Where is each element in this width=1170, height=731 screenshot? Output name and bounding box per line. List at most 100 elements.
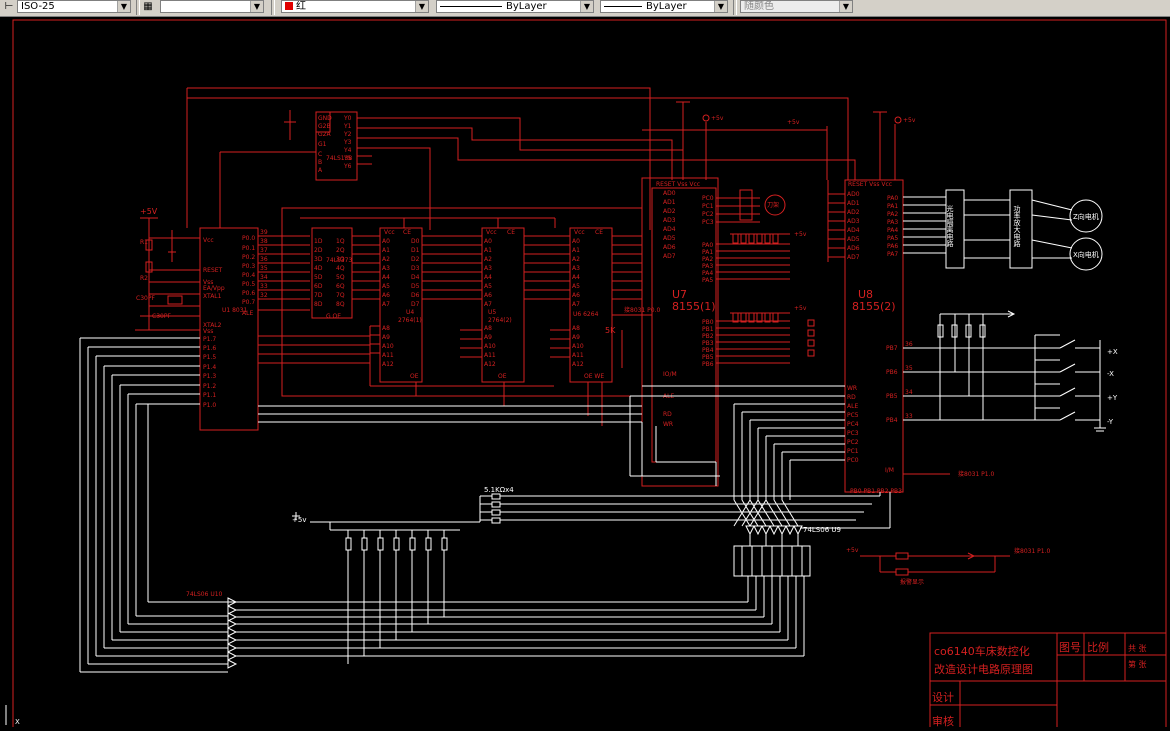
svg-text:AD4: AD4: [847, 227, 860, 234]
svg-text:PA7: PA7: [887, 251, 898, 258]
svg-text:A3: A3: [572, 265, 580, 272]
svg-text:PC4: PC4: [847, 421, 859, 428]
svg-text:PC3: PC3: [702, 219, 714, 226]
svg-text:RD: RD: [847, 394, 856, 401]
svg-text:36: 36: [260, 256, 268, 263]
u4-name: U4: [406, 309, 414, 316]
chevron-down-icon[interactable]: ▼: [117, 1, 130, 12]
svg-text:PA0: PA0: [887, 195, 898, 202]
u1-label: U1 8031: [222, 307, 248, 314]
svg-text:32: 32: [260, 292, 268, 299]
svg-text:A10: A10: [382, 343, 394, 350]
svg-text:+5v: +5v: [787, 119, 800, 126]
svg-text:4D: 4D: [314, 265, 323, 272]
svg-text:R1: R1: [140, 239, 148, 246]
svg-text:C: C: [318, 151, 322, 158]
u3-decoder: [315, 111, 358, 181]
u7-name: U7: [672, 288, 687, 301]
svg-text:P0.1: P0.1: [242, 245, 255, 252]
svg-text:A6: A6: [484, 292, 492, 299]
svg-text:AD2: AD2: [847, 209, 860, 216]
chevron-down-icon[interactable]: ▼: [839, 1, 852, 12]
svg-text:A4: A4: [382, 274, 390, 281]
svg-text:D0: D0: [411, 238, 420, 245]
svg-text:PB0: PB0: [702, 319, 714, 326]
chevron-down-icon[interactable]: ▼: [250, 1, 263, 12]
svg-text:RESET: RESET: [203, 267, 223, 274]
svg-text:8D: 8D: [314, 301, 323, 308]
linetype-value: ByLayer: [506, 1, 547, 12]
svg-text:A8: A8: [382, 325, 390, 332]
color-dropdown[interactable]: 红 ▼: [281, 0, 429, 13]
svg-text:Y5: Y5: [343, 155, 352, 162]
svg-text:Y2: Y2: [343, 131, 352, 138]
svg-text:OE: OE: [498, 373, 507, 380]
chevron-down-icon[interactable]: ▼: [580, 1, 593, 12]
dimstyle-dropdown[interactable]: ISO-25 ▼: [17, 0, 131, 13]
svg-text:AD3: AD3: [663, 217, 676, 224]
svg-text:AD5: AD5: [663, 235, 676, 242]
chevron-down-icon[interactable]: ▼: [714, 1, 727, 12]
svg-text:6D: 6D: [314, 283, 323, 290]
properties-toolbar: ⊢ ISO-25 ▼ ▦ ▼ 红 ▼ ByLayer ▼ ByLayer ▼ 随…: [0, 0, 1170, 17]
z-motor-label: Z向电机: [1073, 212, 1099, 221]
u3-label: 74LS138: [326, 155, 352, 162]
limit-plus-y: +Y: [1107, 394, 1118, 402]
svg-text:P0.3: P0.3: [242, 263, 255, 270]
svg-text:A12: A12: [484, 361, 496, 368]
svg-text:AD1: AD1: [663, 199, 676, 206]
lineweight-dropdown[interactable]: ByLayer ▼: [600, 0, 728, 13]
svg-text:8Q: 8Q: [336, 301, 345, 308]
pin-number: 34: [905, 389, 913, 396]
svg-text:G2A: G2A: [318, 131, 331, 138]
toolbar-separator: [733, 0, 737, 15]
svg-text:3D: 3D: [314, 256, 323, 263]
svg-text:WR: WR: [663, 421, 673, 428]
svg-text:A10: A10: [484, 343, 496, 350]
svg-text:A5: A5: [484, 283, 492, 290]
svg-text:34: 34: [260, 274, 268, 281]
design-label: 设计: [932, 691, 954, 704]
svg-text:R2: R2: [140, 275, 148, 282]
svg-text:P0.6: P0.6: [242, 290, 255, 297]
drawing-canvas[interactable]: .r { stroke:#d42020; fill:none; stroke-w…: [0, 16, 1170, 730]
pb4-label: PB4: [886, 417, 898, 424]
plotstyle-dropdown[interactable]: 随颜色 ▼: [740, 0, 853, 13]
svg-text:AD2: AD2: [663, 208, 676, 215]
u5-label: 2764(2): [488, 317, 512, 324]
toolbar-separator: [136, 0, 140, 15]
svg-text:PC0: PC0: [702, 195, 714, 202]
svg-text:A2: A2: [572, 256, 580, 263]
svg-text:+5v: +5v: [711, 115, 724, 122]
svg-text:RESET Vss Vcc: RESET Vss Vcc: [848, 181, 892, 188]
svg-text:GND: GND: [318, 115, 332, 122]
svg-text:AD0: AD0: [663, 190, 676, 197]
power-amp-block: [1009, 189, 1033, 269]
svg-text:G OE: G OE: [326, 313, 341, 320]
svg-text:Y6: Y6: [343, 163, 352, 170]
table-style-icon[interactable]: ▦: [143, 1, 153, 12]
opto-label: 光电隔离电路: [946, 204, 954, 248]
chevron-down-icon[interactable]: ▼: [415, 1, 428, 12]
pin-number: 35: [905, 365, 913, 372]
linetype-dropdown[interactable]: ByLayer ▼: [436, 0, 594, 13]
svg-text:P1.3: P1.3: [203, 373, 216, 380]
svg-text:P0.7: P0.7: [242, 299, 255, 306]
svg-text:A9: A9: [484, 334, 492, 341]
svg-text:G1: G1: [318, 141, 327, 148]
svg-text:AD7: AD7: [847, 254, 860, 261]
dimension-style-icon[interactable]: ⊢: [4, 1, 14, 12]
amp-label: 功率放大电路: [1013, 204, 1021, 248]
svg-text:A9: A9: [382, 334, 390, 341]
svg-text:D1: D1: [411, 247, 420, 254]
svg-text:PB2: PB2: [702, 333, 714, 340]
pin-number: 36: [905, 341, 913, 348]
schematic-drawing[interactable]: .r { stroke:#d42020; fill:none; stroke-w…: [0, 16, 1170, 730]
svg-text:Vcc: Vcc: [574, 229, 585, 236]
svg-text:A0: A0: [382, 238, 390, 245]
svg-text:A0: A0: [484, 238, 492, 245]
svg-text:P1.4: P1.4: [203, 364, 216, 371]
svg-text:PA4: PA4: [702, 270, 713, 277]
svg-text:AD0: AD0: [847, 191, 860, 198]
tablestyle-dropdown[interactable]: ▼: [160, 0, 264, 13]
